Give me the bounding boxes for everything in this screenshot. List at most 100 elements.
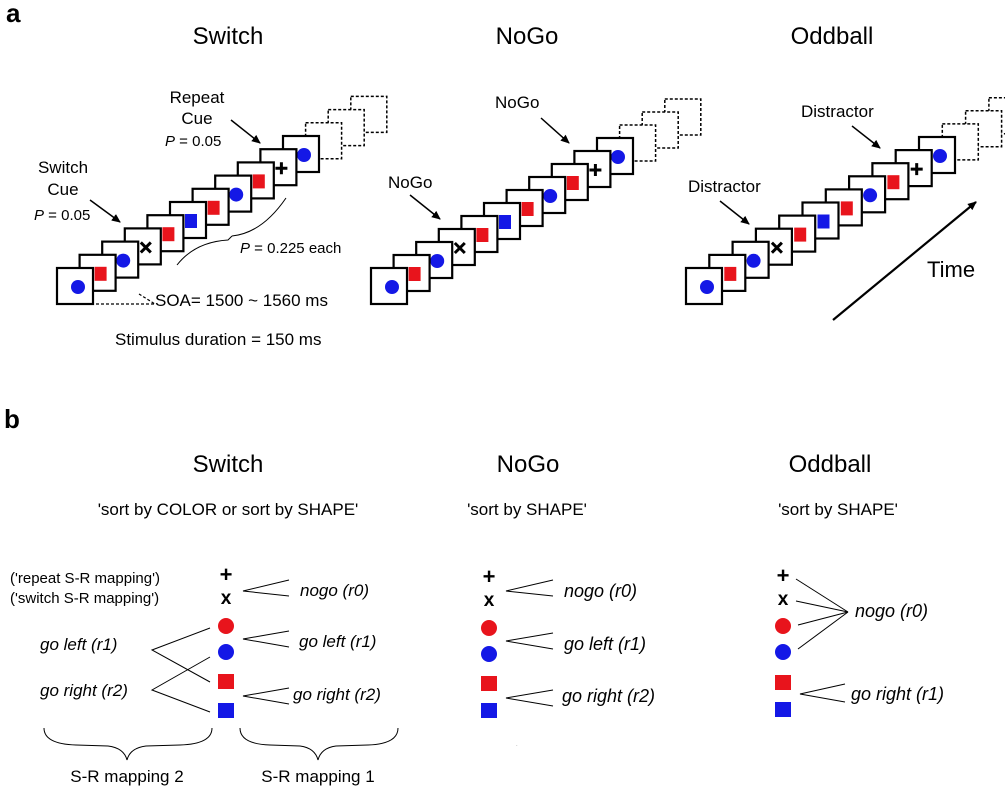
square-icon (499, 215, 511, 229)
plus-icon: + (483, 564, 496, 589)
blue-square-icon (481, 703, 497, 718)
switch-go-right-right-side: go right (r2) (293, 685, 381, 704)
circle-icon (297, 148, 311, 162)
time-label: Time (927, 257, 975, 282)
square-icon (408, 267, 421, 281)
square-icon (817, 214, 830, 229)
switch-go-left-bracket-icon (242, 630, 290, 648)
nogo-lower-label: NoGo (388, 173, 432, 192)
x-cross-icon (453, 241, 466, 255)
circle-icon (746, 253, 761, 268)
sr-mapping-2-label: S-R mapping 2 (70, 767, 183, 786)
repeat-cue-probability: P = 0.05 (165, 133, 221, 150)
panel-b-title-nogo: NoGo (497, 451, 560, 478)
panel-b-title-switch: Switch (193, 451, 264, 478)
circle-icon (116, 253, 131, 268)
x-cross-icon (770, 241, 783, 254)
switch-go-right-bracket-icon (242, 687, 290, 705)
panel-a-title-nogo: NoGo (496, 23, 559, 50)
red-square-icon (775, 675, 791, 690)
circle-icon (71, 280, 85, 294)
blue-square-icon (218, 703, 234, 718)
oddball-stimulus-sequence (684, 96, 1005, 306)
square-icon (887, 175, 900, 190)
square-icon (207, 200, 220, 215)
red-circle-icon (481, 620, 497, 636)
nogo-nogo-bracket-icon (505, 579, 554, 597)
sr-mapping-2-brace-icon (43, 727, 213, 761)
blue-circle-icon (218, 644, 234, 660)
switch-nogo-response: nogo (r0) (300, 581, 369, 600)
panel-a-title-oddball: Oddball (791, 23, 874, 50)
repeat-mapping-label: ('repeat S-R mapping') (10, 570, 160, 587)
switch-cue-arrow-icon (89, 199, 121, 223)
square-icon (840, 201, 853, 216)
switch-nogo-bracket-icon (242, 579, 290, 597)
oddball-go-right-response: go right (r1) (851, 684, 944, 704)
blue-circle-icon (481, 646, 497, 662)
panel-b-title-oddball: Oddball (789, 451, 872, 478)
red-circle-icon (775, 618, 791, 634)
panel-b-letter: b (4, 404, 20, 434)
circle-icon (543, 189, 558, 203)
repeat-cue-label-line2: Cue (181, 109, 212, 128)
red-square-icon (218, 674, 234, 689)
plus-icon (589, 164, 602, 176)
nogo-mapping-stimuli: + x (481, 564, 497, 718)
distractor-lower-label: Distractor (688, 177, 761, 196)
square-icon (185, 214, 197, 228)
distractor-upper-label: Distractor (801, 102, 874, 121)
sr-mapping-1-label: S-R mapping 1 (261, 767, 374, 786)
cross-mapping-line-b (150, 656, 211, 713)
x-cross-icon: x (778, 589, 789, 610)
nogo-upper-arrow-icon (540, 117, 570, 144)
circle-icon (385, 280, 399, 294)
square-icon (476, 228, 489, 242)
circle-icon (229, 187, 244, 202)
stimulus-duration-label: Stimulus duration = 150 ms (115, 330, 321, 349)
oddball-rule-text: 'sort by SHAPE' (778, 500, 898, 519)
repeat-cue-arrow-icon (230, 119, 261, 144)
nogo-go-left-response: go left (r1) (564, 634, 646, 654)
plus-icon: + (777, 563, 790, 588)
panel-a-letter: a (6, 0, 21, 28)
switch-mapping-stimuli: + x (218, 562, 234, 718)
oddball-mapping-stimuli: + x (775, 563, 791, 717)
probability-brace-icon (176, 197, 287, 266)
square-icon (252, 174, 265, 189)
switch-cue-probability: P = 0.05 (34, 207, 90, 224)
distractor-lower-arrow-icon (719, 200, 750, 225)
plus-icon (910, 163, 923, 176)
oddball-nogo-fan-icon (795, 578, 849, 650)
square-icon (94, 266, 107, 281)
soa-dashed-arrow-icon (96, 293, 158, 305)
switch-cue-label-line1: Switch (38, 158, 88, 177)
red-circle-icon (218, 618, 234, 634)
circle-icon (430, 254, 445, 268)
square-icon (162, 227, 175, 242)
x-cross-icon: x (221, 588, 232, 609)
switch-go-right-left-side: go right (r2) (40, 681, 128, 700)
circle-icon (863, 188, 878, 203)
time-arrow-icon (832, 201, 977, 321)
repeat-cue-label-line1: Repeat (170, 88, 225, 107)
nogo-rule-text: 'sort by SHAPE' (467, 500, 587, 519)
square-icon (566, 176, 579, 190)
switch-mapping-label: ('switch S-R mapping') (10, 590, 159, 607)
circle-icon (700, 280, 714, 294)
square-icon (521, 202, 534, 216)
blue-circle-icon (775, 644, 791, 660)
blue-square-icon (775, 702, 791, 717)
circle-icon (933, 149, 947, 163)
panel-a-title-switch: Switch (193, 23, 264, 50)
x-cross-icon (139, 241, 152, 254)
x-cross-icon: x (484, 590, 495, 611)
nogo-go-right-bracket-icon (505, 689, 554, 707)
plus-icon (275, 162, 288, 175)
nogo-go-right-response: go right (r2) (562, 686, 655, 706)
soa-label: SOA= 1500 ~ 1560 ms (155, 291, 328, 310)
oddball-nogo-response: nogo (r0) (855, 601, 928, 621)
red-square-icon (481, 676, 497, 691)
cross-mapping-line-a (150, 627, 211, 683)
